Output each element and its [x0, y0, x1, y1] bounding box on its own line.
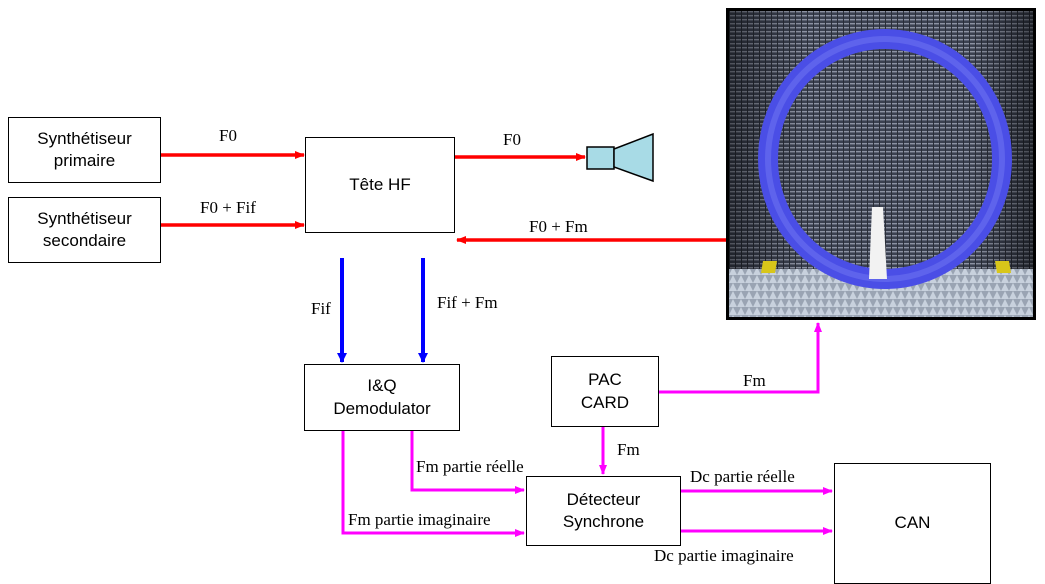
- connections-layer: F0 F0 + Fif F0 F0 + Fm Fif Fif + Fm Fm F…: [0, 0, 1045, 565]
- label-fif-fm: Fif + Fm: [437, 293, 498, 312]
- label-f0-in: F0: [219, 126, 237, 145]
- label-fif: Fif: [311, 299, 331, 318]
- fm-line-to-chamber: [659, 323, 818, 392]
- label-fm-partie-reelle: Fm partie réelle: [416, 457, 524, 476]
- label-f0-fm: F0 + Fm: [529, 217, 588, 236]
- horn-antenna-icon: [587, 134, 653, 181]
- label-fm-partie-imaginaire: Fm partie imaginaire: [348, 510, 491, 529]
- label-f0-out: F0: [503, 130, 521, 149]
- label-dc-partie-imaginaire: Dc partie imaginaire: [654, 546, 794, 565]
- label-fm-down: Fm: [617, 440, 640, 459]
- label-f0-fif: F0 + Fif: [200, 198, 256, 217]
- label-fm-pac: Fm: [743, 371, 766, 390]
- label-dc-partie-reelle: Dc partie réelle: [690, 467, 795, 486]
- block-diagram: Synthétiseur primaire Synthétiseur secon…: [0, 0, 1045, 565]
